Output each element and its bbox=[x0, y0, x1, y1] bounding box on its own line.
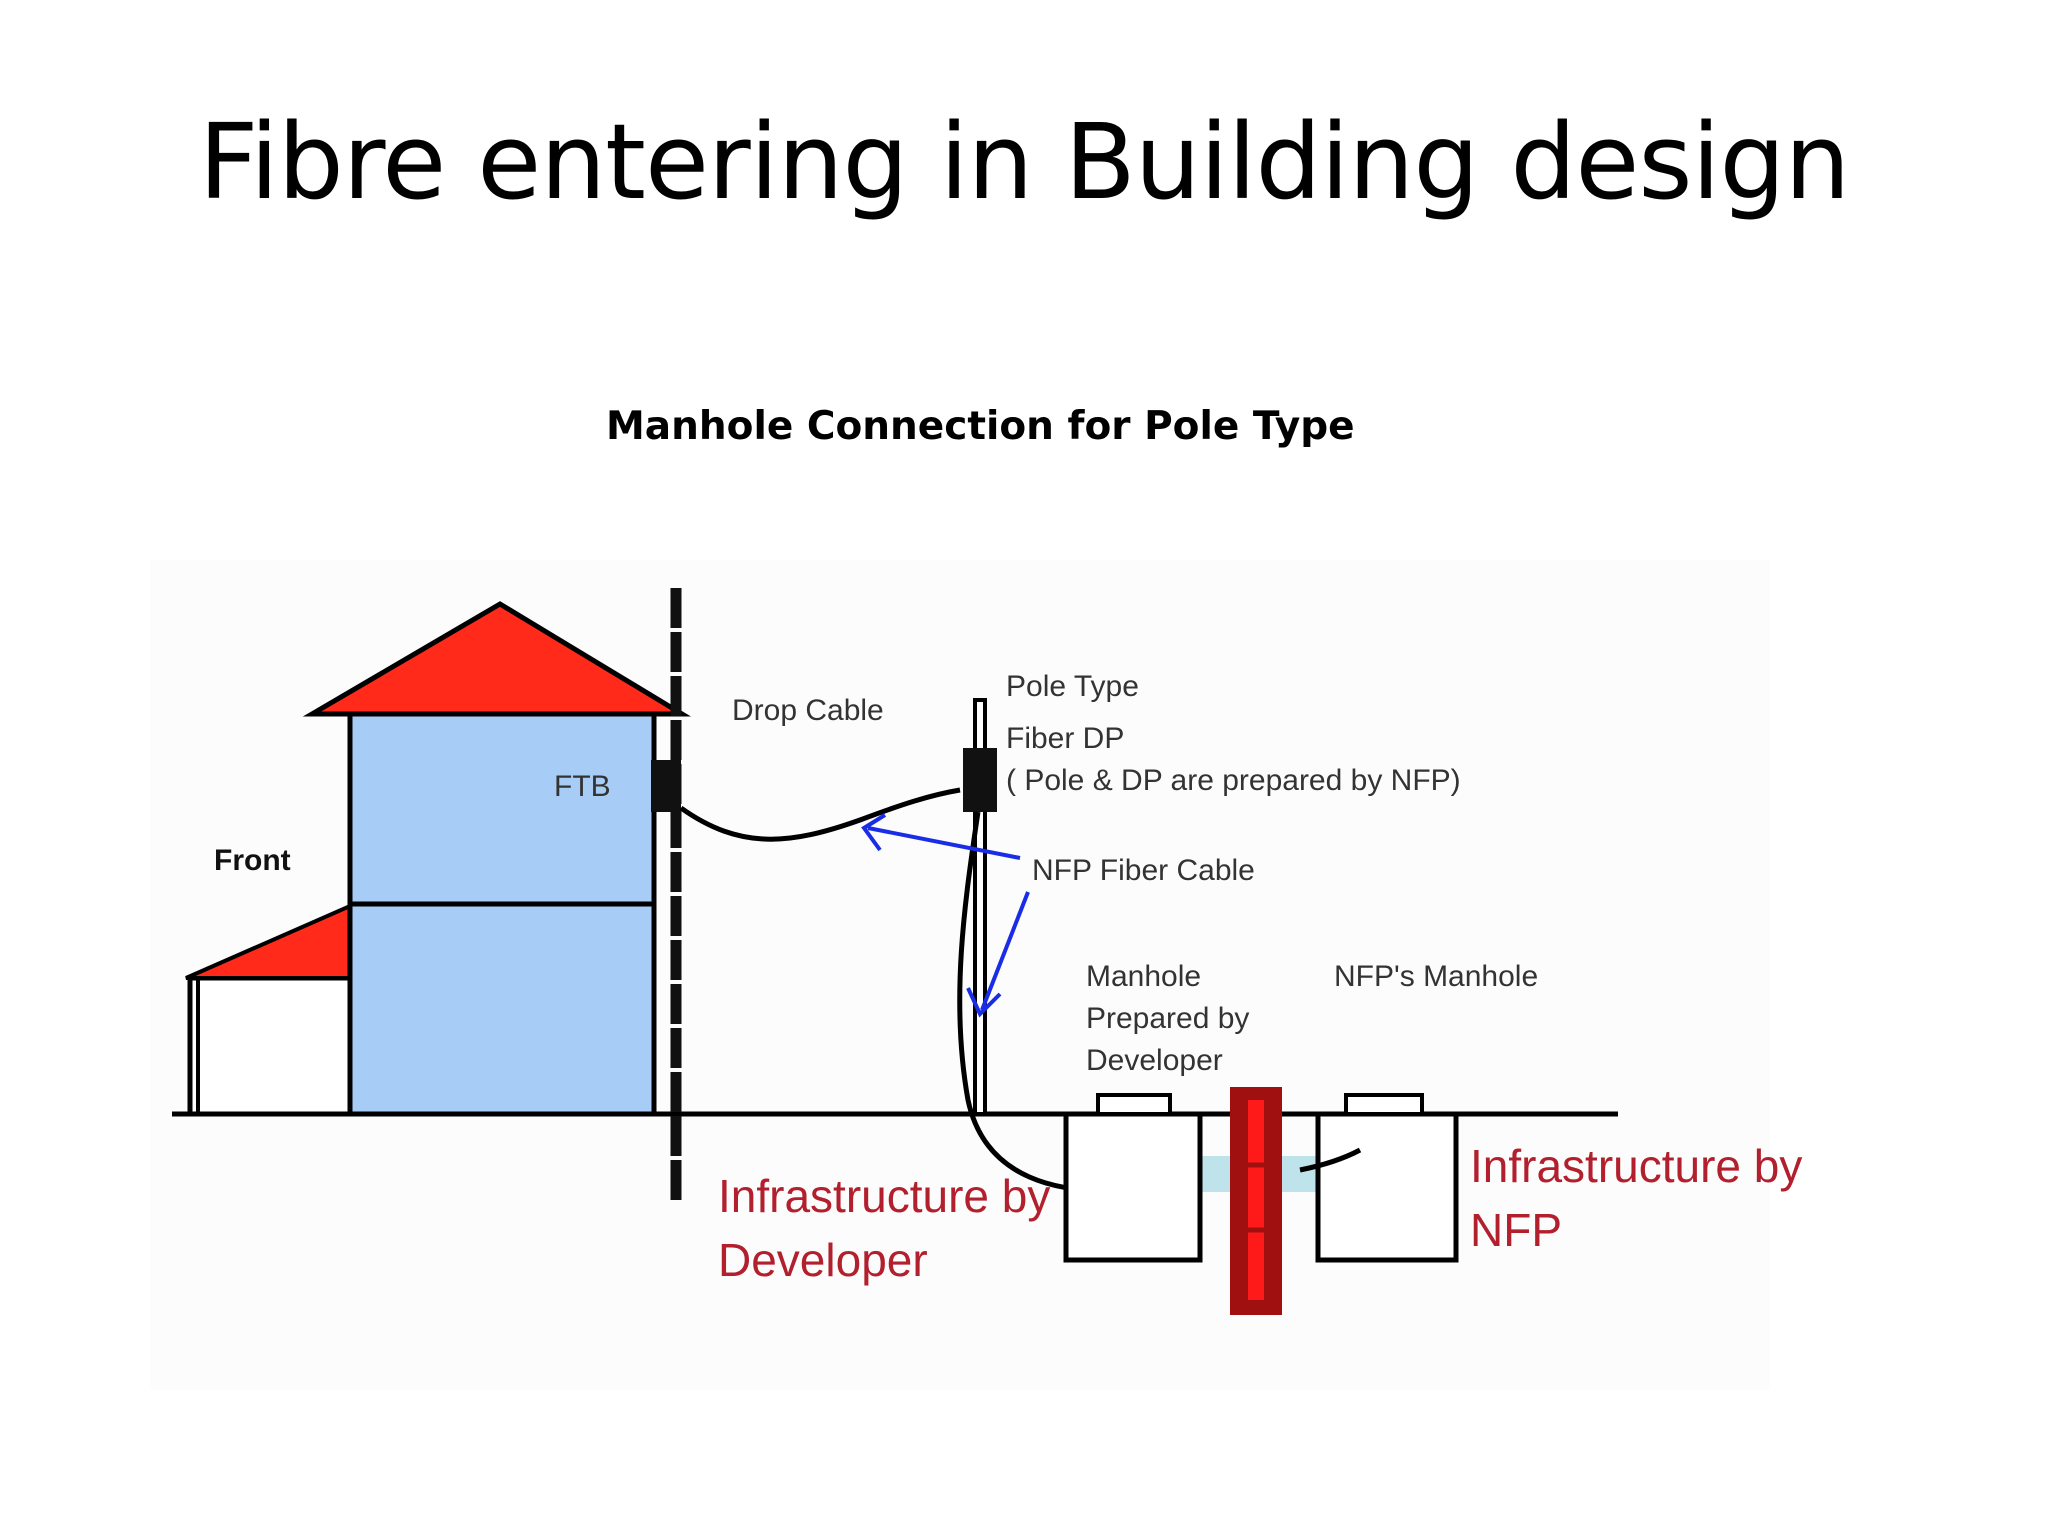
label-manhole-dev-1: Manhole bbox=[1086, 960, 1201, 993]
drop-cable bbox=[679, 787, 961, 842]
label-nfp-fiber-cable: NFP Fiber Cable bbox=[1032, 854, 1255, 887]
label-fiber-dp: Fiber DP bbox=[1006, 722, 1124, 755]
arrow-to-pole-cable-head bbox=[966, 987, 1002, 1018]
label-infra-nfp-1: Infrastructure by bbox=[1470, 1140, 1802, 1192]
main-roof bbox=[302, 601, 691, 717]
label-manhole-dev-2: Prepared by bbox=[1086, 1002, 1249, 1035]
ftb-box bbox=[651, 760, 681, 812]
label-pole-dp-note: ( Pole & DP are prepared by NFP) bbox=[1006, 764, 1461, 797]
pole bbox=[973, 698, 987, 1116]
label-drop-cable: Drop Cable bbox=[732, 694, 884, 727]
nfp-manhole bbox=[1315, 1111, 1459, 1263]
boundary-wall-inner bbox=[1248, 1100, 1264, 1300]
label-pole-type: Pole Type bbox=[1006, 670, 1139, 703]
cable-in-nfp-manhole bbox=[1299, 1147, 1362, 1173]
label-infra-dev-2: Developer bbox=[718, 1234, 928, 1286]
fiber-dp-box bbox=[963, 748, 997, 812]
arrow-to-drop-cable bbox=[867, 826, 1021, 860]
arrow-to-drop-cable-head bbox=[861, 813, 887, 852]
label-manhole-dev-3: Developer bbox=[1086, 1044, 1223, 1077]
label-nfp-manhole: NFP's Manhole bbox=[1334, 960, 1538, 993]
label-infra-nfp-2: NFP bbox=[1470, 1204, 1562, 1256]
nfp-manhole-cover bbox=[1344, 1093, 1424, 1116]
developer-manhole-cover bbox=[1096, 1093, 1172, 1116]
slide-title: Fibre entering in Building design bbox=[198, 101, 1851, 223]
label-ftb: FTB bbox=[554, 770, 611, 803]
main-building bbox=[347, 711, 657, 1117]
label-infra-dev-1: Infrastructure by bbox=[718, 1170, 1050, 1222]
label-front: Front bbox=[214, 844, 291, 877]
annex-building bbox=[187, 975, 353, 1117]
slide-subtitle: Manhole Connection for Pole Type bbox=[606, 404, 1355, 449]
arrow-to-pole-cable bbox=[980, 891, 1030, 1011]
developer-manhole bbox=[1063, 1111, 1203, 1263]
